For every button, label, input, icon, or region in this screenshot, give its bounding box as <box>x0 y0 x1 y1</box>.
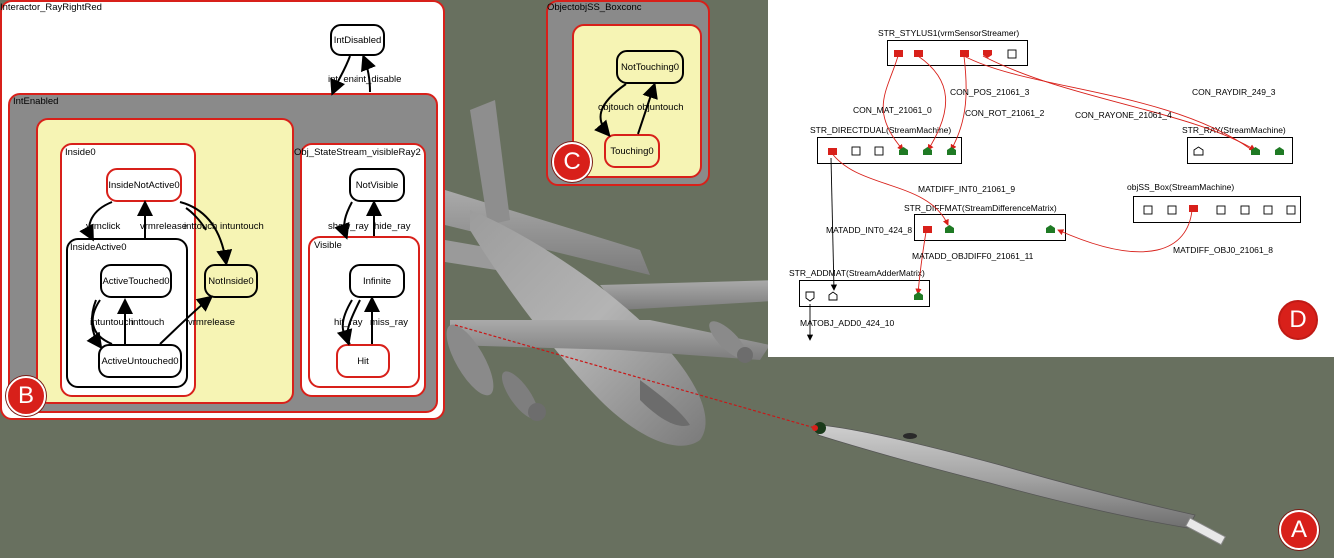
transition-hide-ray: hide_ray <box>374 221 411 232</box>
node-stylus-label: STR_STYLUS1(vrmSensorStreamer) <box>878 28 1020 38</box>
edge-label-con-raydir: CON_RAYDIR_249_3 <box>1192 87 1276 97</box>
state-touching0[interactable]: Touching0 <box>604 134 660 168</box>
panel-b-transition-arrows <box>79 54 382 350</box>
transition-miss-ray: miss_ray <box>370 317 409 328</box>
transition-hit-ray: hit_ray <box>334 317 363 328</box>
node-objss-box-label: objSS_Box(StreamMachine) <box>1127 182 1235 192</box>
state-inside-active0-label: InsideActive0 <box>70 242 127 253</box>
edge-label-con-rayone: CON_RAYONE_21061_4 <box>1075 110 1172 120</box>
transition-int-disable: int_disable <box>356 74 402 85</box>
edge-label-matadd-int0: MATADD_INT0_424_8 <box>826 225 913 235</box>
ray-beam <box>454 324 816 429</box>
edge-label-matadd-objdiff0: MATADD_OBJDIFF0_21061_11 <box>912 251 1034 261</box>
transition-inttouch: inttouch <box>184 221 218 232</box>
badge-a: A <box>1279 510 1319 550</box>
state-visible-label: Visible <box>314 240 342 251</box>
transition-vrmclick: vrmclick <box>86 221 121 232</box>
panel-c-transition-arrows <box>594 82 658 138</box>
state-not-inside0[interactable]: NotInside0 <box>204 264 258 298</box>
panel-b-title: Interactor_RayRightRed <box>0 2 102 13</box>
node-diffmat-label: STR_DIFFMAT(StreamDifferenceMatrix) <box>904 203 1057 213</box>
node-stylus[interactable] <box>887 40 1028 66</box>
transition-vrmrelease-c: vrmrelease <box>188 317 235 328</box>
transition-int-enable: int_enable <box>328 74 372 85</box>
state-active-untouched0[interactable]: ActiveUntouched0 <box>98 344 182 378</box>
transition-vrmrelease-a: vrmrelease <box>140 221 187 232</box>
airplane-model[interactable] <box>438 100 790 446</box>
edge-label-matdiff-obj0: MATDIFF_OBJ0_21061_8 <box>1173 245 1273 255</box>
node-addmat-label: STR_ADDMAT(StreamAdderMatrix) <box>789 268 925 278</box>
state-int-disabled[interactable]: IntDisabled <box>330 24 385 56</box>
edge-label-matobj-add0: MATOBJ_ADD0_424_10 <box>800 318 895 328</box>
transition-intuntouch-a: intuntouch <box>220 221 264 232</box>
state-int-enabled-label: IntEnabled <box>13 96 59 107</box>
edge-label-matdiff-int0: MATDIFF_INT0_21061_9 <box>918 184 1016 194</box>
edge-label-con-rot: CON_ROT_21061_2 <box>965 108 1045 118</box>
badge-c: C <box>552 142 592 182</box>
badge-b: B <box>6 376 46 416</box>
transition-objtouch: objtouch <box>598 102 634 113</box>
state-obj-state-stream-label: Obj_StateStream_visibleRay2 <box>294 147 421 158</box>
panel-c-title: ObjectobjSS_Boxconc <box>547 2 642 13</box>
transition-objuntouch: objuntouch <box>637 102 684 113</box>
stylus-device[interactable] <box>812 422 1226 546</box>
state-hit[interactable]: Hit <box>336 344 390 378</box>
node-addmat[interactable] <box>799 280 930 307</box>
node-ray-label: STR_RAY(StreamMachine) <box>1182 125 1286 135</box>
state-inside0-label: Inside0 <box>65 147 96 158</box>
transition-intuntouch-b: intuntouch <box>90 317 134 328</box>
transition-inttouch-b: inttouch <box>131 317 165 328</box>
state-active-touched0[interactable]: ActiveTouched0 <box>100 264 172 298</box>
node-directdual-label: STR_DIRECTDUAL(StreamMachine) <box>810 125 952 135</box>
panel-d-edges-and-ports <box>805 49 1296 341</box>
edge-label-con-pos: CON_POS_21061_3 <box>950 87 1030 97</box>
node-diffmat[interactable] <box>914 214 1066 241</box>
node-directdual[interactable] <box>817 137 962 164</box>
edge-label-con-mat: CON_MAT_21061_0 <box>853 105 932 115</box>
badge-d: D <box>1278 300 1318 340</box>
state-inside-not-active0[interactable]: InsideNotActive0 <box>106 168 182 202</box>
